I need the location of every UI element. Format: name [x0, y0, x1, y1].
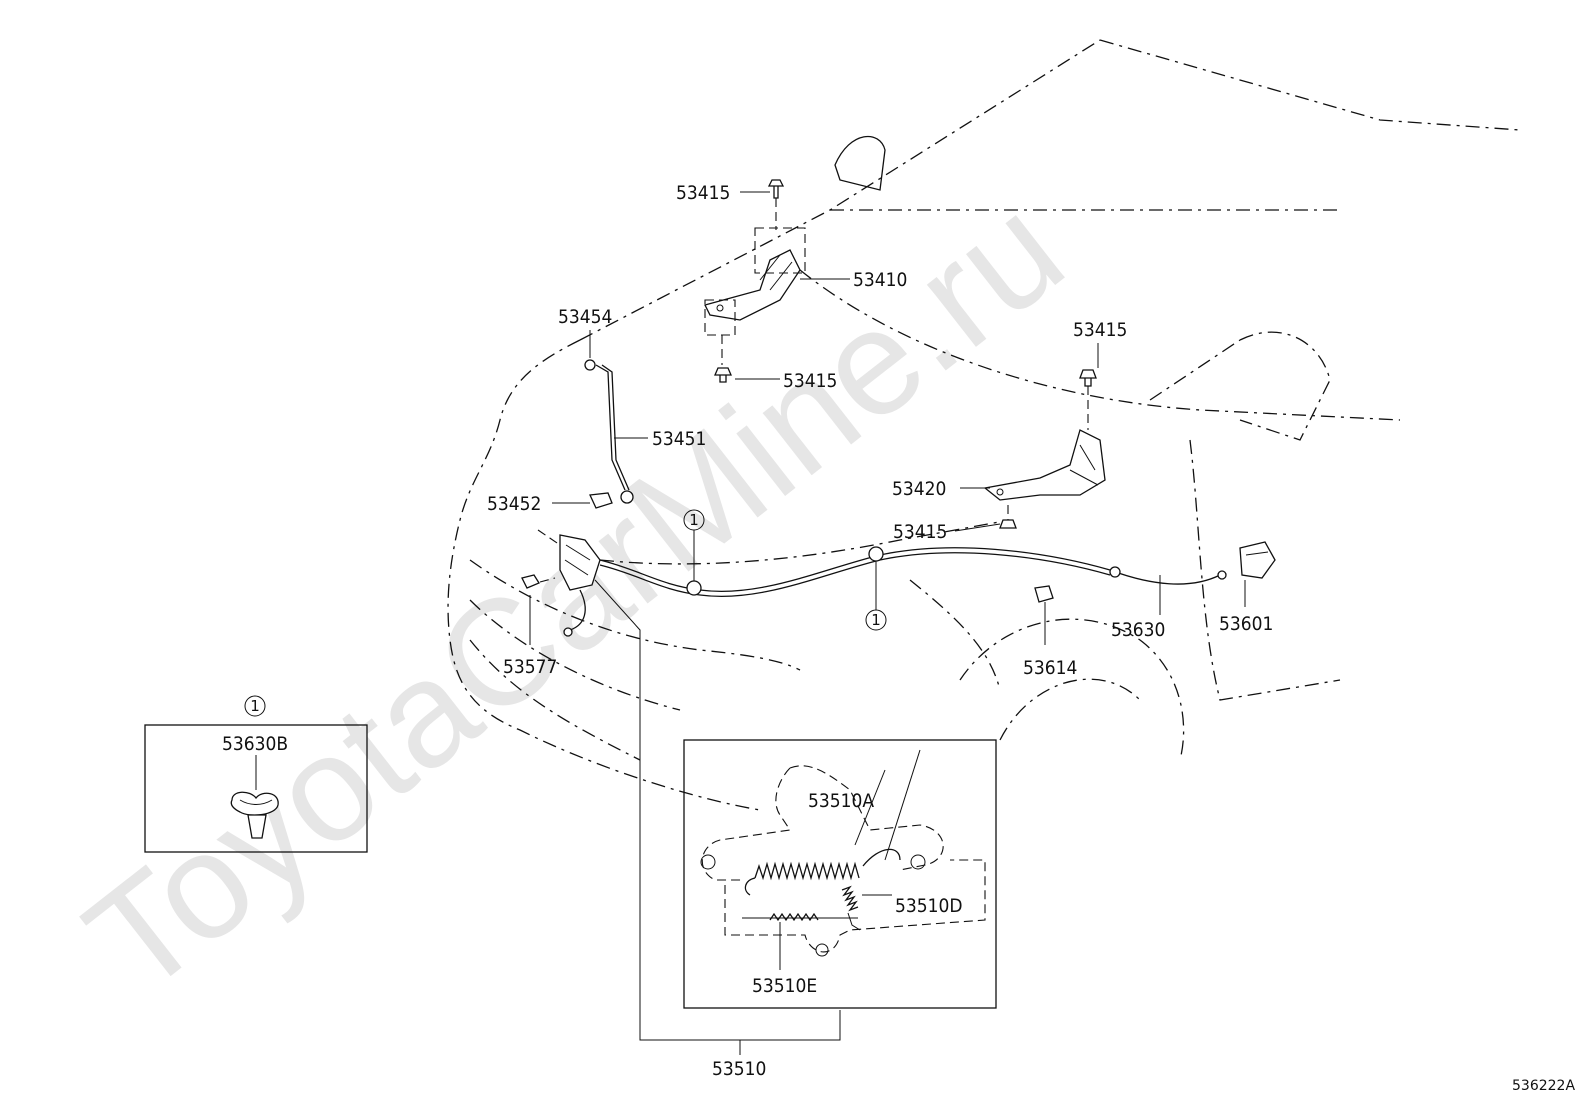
car-body-outline — [447, 39, 1521, 811]
callout-circle-b: 1 — [865, 546, 887, 631]
label-53510A: 53510A — [808, 790, 874, 812]
label-53452: 53452 — [487, 493, 541, 515]
hood-hinge-left — [704, 179, 806, 383]
callout-circle-a: 1 — [683, 509, 705, 596]
label-53415a: 53415 — [676, 182, 730, 204]
svg-text:1: 1 — [871, 611, 881, 629]
label-53415b: 53415 — [783, 370, 837, 392]
label-53614: 53614 — [1023, 657, 1077, 679]
label-53410: 53410 — [853, 269, 907, 291]
label-53510: 53510 — [712, 1058, 766, 1080]
label-53510D: 53510D — [895, 895, 963, 917]
part-labels: 53415 53410 53454 53415 53415 53451 5345… — [487, 182, 1273, 1080]
inset-latch-box: 53510A 53510D 53510E — [683, 739, 997, 1009]
label-53510E: 53510E — [752, 975, 817, 997]
label-53420: 53420 — [892, 478, 946, 500]
hood-support-rod — [584, 359, 634, 509]
label-53601: 53601 — [1219, 613, 1273, 635]
hood-lock-assembly — [521, 529, 601, 637]
leader-lines — [529, 191, 1246, 1055]
svg-text:1: 1 — [689, 511, 699, 529]
diagram-id: 536222A — [1512, 1078, 1575, 1094]
label-53451: 53451 — [652, 428, 706, 450]
inset-clip-box: 1 53630B — [144, 695, 368, 853]
label-53415d: 53415 — [893, 521, 947, 543]
label-53630: 53630 — [1111, 619, 1165, 641]
label-53577: 53577 — [503, 656, 557, 678]
hood-hinge-right — [983, 369, 1106, 529]
label-53454: 53454 — [558, 306, 612, 328]
svg-text:1: 1 — [250, 697, 260, 715]
label-53415c: 53415 — [1073, 319, 1127, 341]
inset-clip-title: 53630B — [222, 733, 288, 755]
